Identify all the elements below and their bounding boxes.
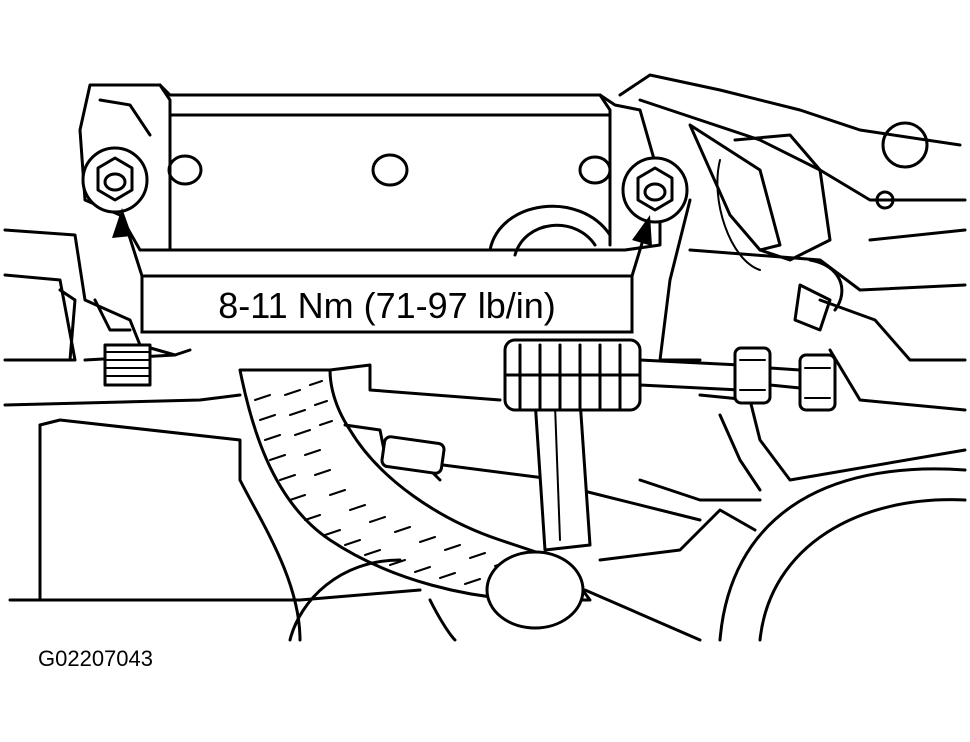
left-bolt <box>81 146 149 214</box>
bracket-plate <box>78 83 662 252</box>
callout-box <box>140 274 634 334</box>
brake-line <box>638 346 837 412</box>
figure-code: G02207043 <box>38 646 153 671</box>
torque-spec-label: 8-11 Nm (71-97 lb/in) <box>218 285 555 326</box>
engine-casting <box>618 73 967 492</box>
pulley-housing <box>718 467 967 642</box>
right-bolt <box>621 156 689 224</box>
round-boss <box>485 550 702 642</box>
spring-stud <box>103 343 152 387</box>
left-frame <box>3 228 422 602</box>
torque-callout: 8-11 Nm (71-97 lb/in) <box>140 274 634 334</box>
vertical-strap <box>533 398 592 552</box>
hose-loop <box>488 204 612 257</box>
leader-lines <box>112 208 652 278</box>
lower-structure <box>238 363 762 642</box>
left-arrowhead <box>112 208 132 238</box>
right-arrowhead <box>632 215 652 246</box>
hose-clamp-cluster <box>503 338 642 412</box>
